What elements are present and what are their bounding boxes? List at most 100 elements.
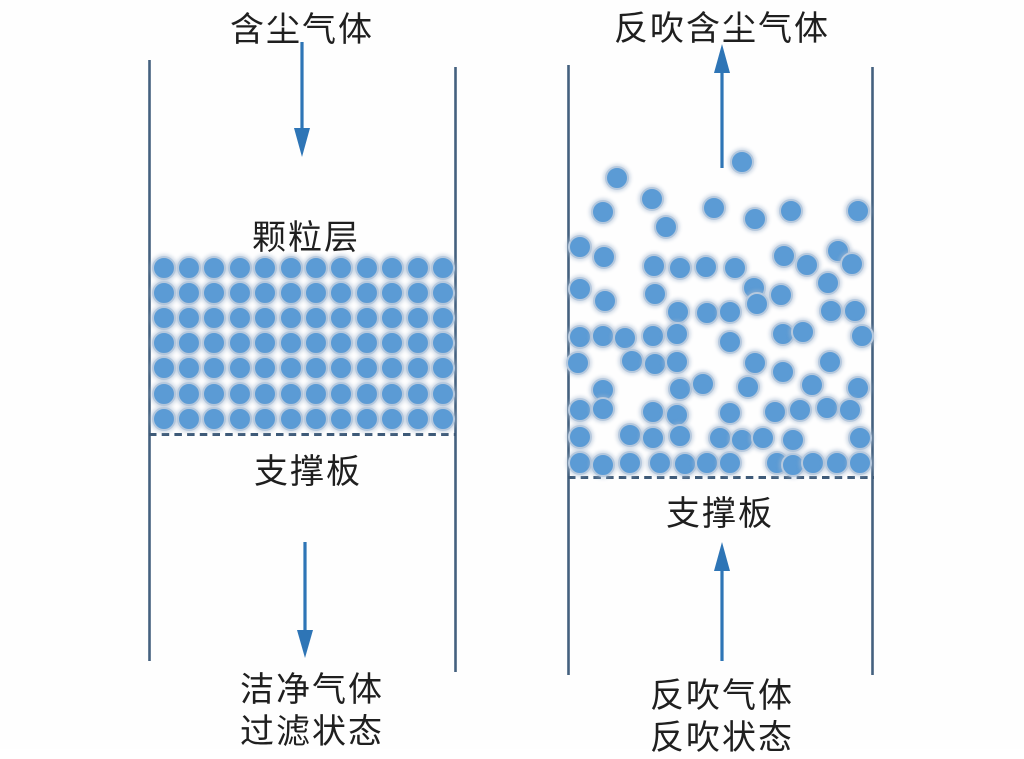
suspended-particle	[825, 451, 849, 475]
bed-particle	[202, 381, 227, 406]
right-support-plate-label: 支撑板	[666, 496, 774, 533]
suspended-particle	[751, 426, 775, 450]
suspended-particle	[591, 200, 615, 224]
suspended-particle	[568, 425, 592, 449]
bed-particle	[430, 256, 455, 280]
bed-particle	[227, 331, 252, 356]
suspended-particle	[643, 352, 667, 376]
bed-particle	[354, 406, 379, 431]
bed-particle	[227, 306, 252, 331]
bed-particle	[151, 381, 176, 406]
suspended-particle	[819, 299, 843, 323]
bed-particle	[176, 381, 201, 406]
bed-particle	[278, 256, 303, 280]
bed-particle	[380, 306, 405, 331]
bed-particle	[202, 281, 227, 306]
bed-particle	[430, 381, 455, 406]
bed-particle	[151, 406, 176, 431]
suspended-particle	[665, 350, 689, 374]
bed-particle	[329, 356, 354, 381]
bed-particle	[253, 331, 278, 356]
bed-particle	[329, 381, 354, 406]
bed-particle	[176, 281, 201, 306]
bed-particle	[202, 306, 227, 331]
suspended-particle	[592, 245, 616, 269]
suspended-particle	[668, 256, 692, 280]
suspended-particle	[591, 324, 615, 348]
bed-particle	[329, 281, 354, 306]
suspended-particle	[605, 166, 629, 190]
bed-particle	[380, 406, 405, 431]
suspended-particle	[665, 322, 689, 346]
bed-particle	[176, 331, 201, 356]
bed-particle	[303, 406, 328, 431]
suspended-particle	[708, 426, 732, 450]
suspended-particle	[801, 451, 825, 475]
suspended-particle	[568, 277, 592, 301]
suspended-particle	[648, 451, 672, 475]
suspended-particle	[640, 187, 664, 211]
suspended-particle	[730, 150, 754, 174]
bed-particle	[405, 381, 430, 406]
bed-particle	[405, 331, 430, 356]
bed-particle	[405, 306, 430, 331]
bed-particle	[176, 306, 201, 331]
suspended-particle	[668, 377, 692, 401]
bed-particle	[253, 256, 278, 280]
bed-particle	[253, 281, 278, 306]
bed-particle	[253, 381, 278, 406]
bed-particle	[405, 356, 430, 381]
bed-particle	[430, 281, 455, 306]
bed-particle	[202, 256, 227, 280]
left-outlet-down-arrow-icon	[297, 542, 313, 658]
bed-particle	[278, 331, 303, 356]
suspended-particle	[781, 428, 805, 452]
suspended-particle	[779, 199, 803, 223]
bed-particle	[354, 306, 379, 331]
bed-particle	[151, 256, 176, 280]
particle-layer-label: 颗粒层	[252, 220, 360, 257]
suspended-particle	[718, 451, 742, 475]
suspended-particle	[843, 299, 867, 323]
bed-particle	[151, 306, 176, 331]
suspended-particle	[848, 451, 872, 475]
bed-particle	[354, 331, 379, 356]
suspended-particle	[568, 451, 592, 475]
bed-particle	[380, 331, 405, 356]
bed-particle	[329, 331, 354, 356]
suspended-particle	[568, 398, 592, 422]
suspended-particle	[566, 351, 590, 375]
suspended-particle	[815, 396, 839, 420]
suspended-particle	[846, 199, 870, 223]
suspended-particle	[850, 324, 874, 348]
suspended-particle	[723, 256, 747, 280]
bed-particle	[354, 281, 379, 306]
suspended-particle	[613, 326, 637, 350]
suspended-particle	[643, 282, 667, 306]
suspended-particle	[668, 424, 692, 448]
bed-particle	[202, 356, 227, 381]
bed-particle	[227, 256, 252, 280]
right-inlet-label: 反吹含尘气体	[614, 11, 830, 48]
bed-particle	[430, 306, 455, 331]
bed-particle	[380, 356, 405, 381]
suspended-particle	[818, 350, 842, 374]
suspended-particle	[771, 360, 795, 384]
bed-particle	[303, 331, 328, 356]
bed-particle	[176, 356, 201, 381]
suspended-particle	[788, 398, 812, 422]
bed-particle	[278, 381, 303, 406]
suspended-particle	[691, 372, 715, 396]
suspended-particle	[736, 375, 760, 399]
suspended-particle	[591, 397, 615, 421]
suspended-particle	[763, 400, 787, 424]
suspended-particle	[641, 324, 665, 348]
left-support-plate-label: 支撑板	[254, 454, 362, 491]
suspended-particle	[795, 253, 819, 277]
suspended-particle	[702, 196, 726, 220]
suspended-particle	[718, 330, 742, 354]
bed-particle	[151, 356, 176, 381]
bed-particle	[202, 331, 227, 356]
suspended-particle	[642, 254, 666, 278]
